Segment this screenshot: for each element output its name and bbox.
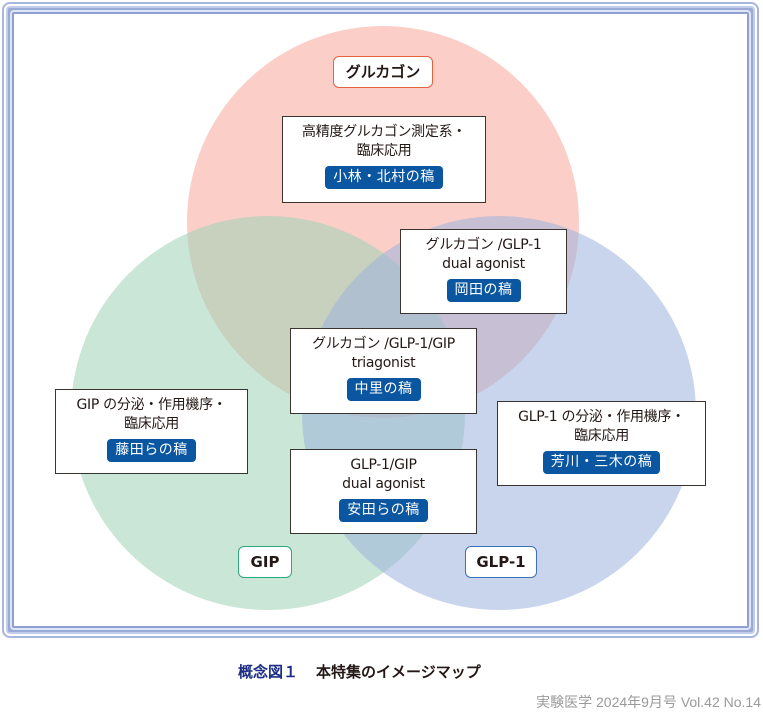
author-badge: 岡田の稿	[446, 279, 521, 302]
figure-caption: 概念図１ 本特集のイメージマップ	[238, 661, 481, 682]
caption-title: 本特集のイメージマップ	[316, 663, 481, 681]
gip-label-text: GIP	[250, 553, 280, 571]
topic-box-glucagon-glp1: グルカゴン /GLP-1 dual agonist 岡田の稿	[400, 229, 567, 314]
author-badge: 小林・北村の稿	[325, 166, 443, 189]
author-badge: 芳川・三木の稿	[542, 451, 661, 474]
caption-label: 概念図１	[238, 663, 299, 681]
topic-box-glp1-gip: GLP-1/GIP dual agonist 安田らの稿	[290, 449, 477, 534]
glp1-label-text: GLP-1	[476, 553, 526, 571]
author-badge: 藤田らの稿	[107, 439, 196, 462]
gip-circle-label: GIP	[238, 546, 292, 578]
author-badge: 中里の稿	[346, 378, 421, 401]
topic-line: dual agonist	[342, 476, 425, 492]
topic-line: 臨床応用	[356, 143, 412, 159]
author-badge: 安田らの稿	[339, 499, 428, 522]
topic-line: GIP の分泌・作用機序・	[76, 397, 227, 413]
source-credit: 実験医学 2024年9月号 Vol.42 No.14	[536, 694, 761, 710]
topic-line: グルカゴン /GLP-1	[425, 237, 542, 253]
topic-line: グルカゴン /GLP-1/GIP	[312, 336, 455, 352]
topic-box-triagonist: グルカゴン /GLP-1/GIP triagonist 中里の稿	[290, 328, 477, 414]
topic-line: 高精度グルカゴン測定系・	[302, 124, 466, 140]
topic-box-gip: GIP の分泌・作用機序・ 臨床応用 藤田らの稿	[55, 389, 248, 474]
topic-box-glp1: GLP-1 の分泌・作用機序・ 臨床応用 芳川・三木の稿	[497, 401, 706, 486]
topic-box-glucagon: 高精度グルカゴン測定系・ 臨床応用 小林・北村の稿	[282, 116, 486, 203]
glucagon-label-text: グルカゴン	[345, 63, 421, 81]
topic-line: triagonist	[351, 355, 416, 371]
topic-line: 臨床応用	[124, 416, 179, 432]
topic-line: GLP-1/GIP	[350, 457, 417, 473]
glucagon-circle-label: グルカゴン	[333, 56, 433, 88]
topic-line: dual agonist	[442, 256, 525, 272]
topic-line: GLP-1 の分泌・作用機序・	[518, 409, 685, 425]
topic-line: 臨床応用	[574, 428, 629, 444]
glp1-circle-label: GLP-1	[465, 546, 537, 578]
